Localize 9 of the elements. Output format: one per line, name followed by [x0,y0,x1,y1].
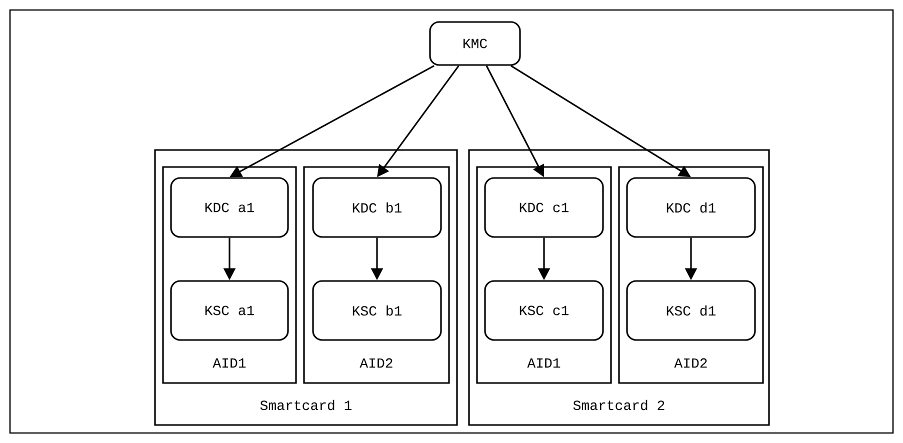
rounded-box: KDC b1 [312,177,442,238]
rounded-box: KSC d1 [626,280,756,341]
rounded-box: KSC a1 [170,280,289,341]
rounded-box: KDC d1 [626,177,756,238]
rounded-box: KSC b1 [312,280,442,341]
rounded-box: KDC a1 [170,177,289,238]
rounded-box: KDC c1 [484,177,604,238]
rounded-box: KMC [429,21,521,66]
rounded-box: KSC c1 [484,280,604,341]
